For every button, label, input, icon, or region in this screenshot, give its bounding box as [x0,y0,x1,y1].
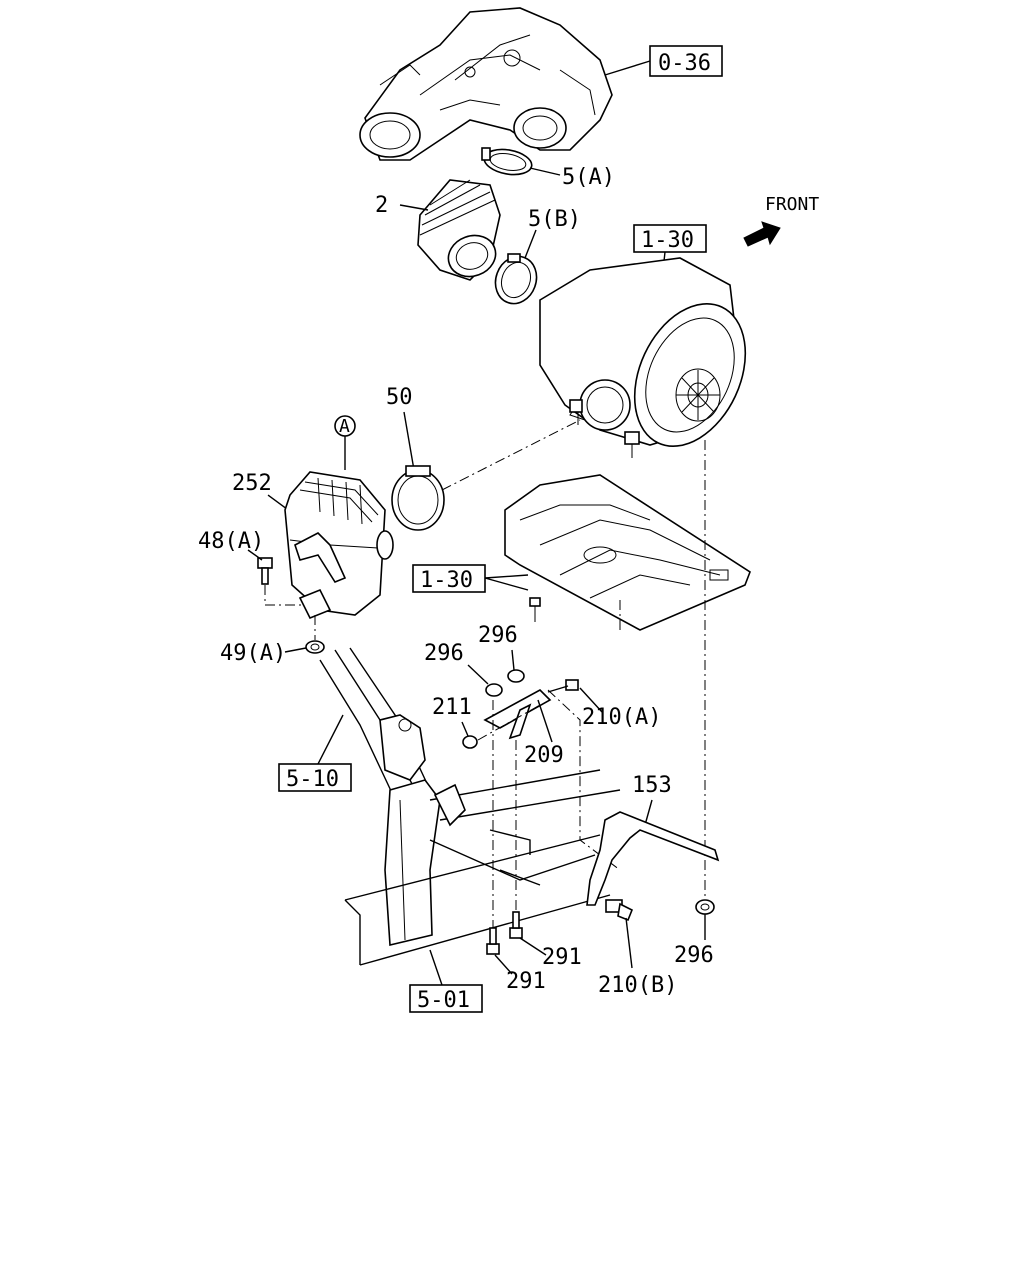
clamp-5a-drawing [481,147,533,176]
label-48a: 48(A) [198,529,264,554]
label-296-b: 296 [478,623,518,648]
label-296-a: 296 [424,641,464,666]
ref-box-0-36 [649,45,723,77]
front-arrow-icon [743,221,781,247]
bolt-48a-drawing [257,557,273,585]
mounting-plate-drawing [504,474,751,631]
bolts-291-drawing [486,911,523,955]
label-296-c: 296 [674,943,714,968]
ref-label-5-10: 5-10 [286,767,339,792]
label-153: 153 [632,773,672,798]
ref-label-5-01: 5-01 [417,988,470,1013]
air-cleaner-drawing [539,257,747,458]
nut-49a-drawing [305,640,325,654]
label-5a: 5(A) [562,165,615,190]
nuts-296-drawing [485,669,525,697]
chassis-frame-drawing [319,647,621,966]
ref-label-0-36: 0-36 [658,51,711,76]
nut-296-right-drawing [695,899,715,915]
callout-a-label: A [339,416,350,437]
ref-label-1-30-mid: 1-30 [420,568,473,593]
label-211: 211 [432,695,472,720]
ref-box-5-01 [409,984,483,1013]
bolt-210a-drawing [547,679,579,693]
label-5b: 5(B) [528,207,581,232]
ref-box-1-30-mid [412,564,486,593]
bracket-153-drawing [586,811,720,922]
label-291-a: 291 [542,945,582,970]
clamp-50-drawing [391,465,445,531]
ref-label-1-30-top: 1-30 [641,228,694,253]
front-label: FRONT [765,194,819,215]
hose-2-drawing [417,179,501,281]
label-49a: 49(A) [220,641,286,666]
ref-box-5-10 [278,763,352,792]
ref-box-1-30-top [633,224,707,253]
label-210a: 210(A) [582,705,661,730]
pre-cleaner-252-drawing [284,471,394,620]
bracket-209-drawing [483,689,552,740]
clamp-5b-drawing [494,253,538,305]
label-252: 252 [232,471,272,496]
nut-211-drawing [462,735,478,749]
intake-manifold-drawing [359,7,613,161]
label-50: 50 [386,385,413,410]
label-291-b: 291 [506,969,546,994]
label-210b: 210(B) [598,973,677,998]
label-209: 209 [524,743,564,768]
label-2: 2 [375,193,388,218]
